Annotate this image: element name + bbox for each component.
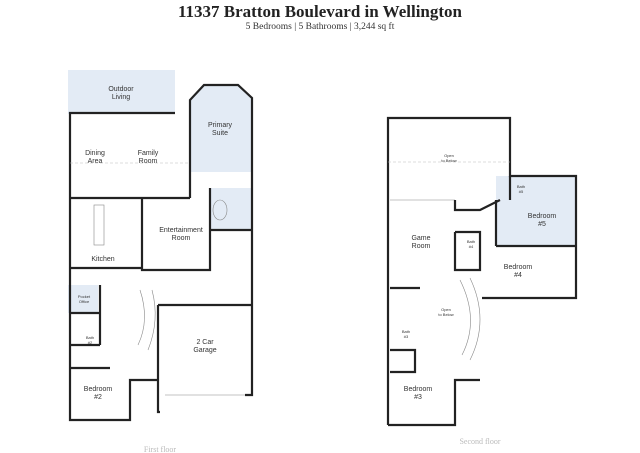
outdoor-living-area xyxy=(68,70,175,114)
second-floor-caption: Second floor xyxy=(459,437,500,446)
first-floor-caption: First floor xyxy=(144,445,177,453)
second-floor-plan xyxy=(386,116,578,427)
bath-5-label: Bath#5 xyxy=(517,184,525,194)
bedroom-3-label: Bedroom#3 xyxy=(404,386,433,401)
bath-3-label: Bath#3 xyxy=(402,329,410,339)
listing-title: 11337 Bratton Boulevard in Wellington xyxy=(177,2,462,21)
pocket-office-area xyxy=(68,285,98,313)
listing-subtitle: 5 Bedrooms | 5 Bathrooms | 3,244 sq ft xyxy=(245,22,395,32)
bedroom-4-label: Bedroom#4 xyxy=(504,264,533,279)
kitchen-label: Kitchen xyxy=(91,256,114,263)
bedroom-5-label: Bedroom#5 xyxy=(528,213,557,228)
bedroom-5-area xyxy=(496,176,576,246)
bath-2-label: Bath#2 xyxy=(86,335,94,345)
bath-4-label: Bath#4 xyxy=(467,239,475,249)
primary-suite-area xyxy=(190,85,252,172)
bedroom-2-label: Bedroom#2 xyxy=(84,386,113,401)
first-floor-plan xyxy=(68,70,254,422)
primary-bath-area xyxy=(210,188,252,230)
